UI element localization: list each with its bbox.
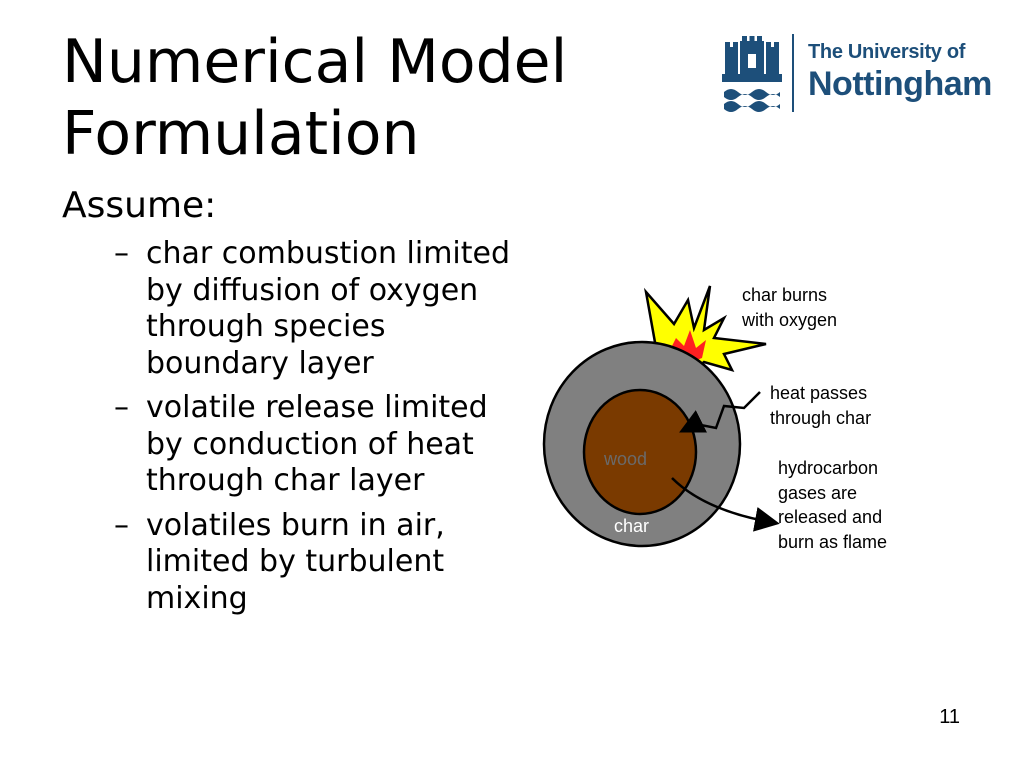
gas-release-arrow xyxy=(671,477,780,532)
logo-line-2: Nottingham xyxy=(808,65,992,103)
bullet-text: volatile release limited by conduction o… xyxy=(146,390,488,498)
title-line-2: Formulation xyxy=(62,99,420,169)
char-burns-label: char burns with oxygen xyxy=(742,285,838,330)
slide-title: Numerical Model Formulation xyxy=(62,26,682,170)
char-label: char xyxy=(614,516,650,536)
assume-heading: Assume: xyxy=(62,185,217,226)
assumption-list: – char combustion limited by diffusion o… xyxy=(110,236,510,625)
list-item: – char combustion limited by diffusion o… xyxy=(110,236,510,382)
diagram-drawing xyxy=(542,285,780,548)
bullet-dash: – xyxy=(114,507,129,543)
bullet-dash: – xyxy=(114,236,129,271)
page-number: 11 xyxy=(939,706,960,728)
logo-divider xyxy=(792,34,794,112)
university-logo: The University of Nottingham xyxy=(722,34,992,114)
hydrocarbon-label: hydrocarbon gases are released and burn … xyxy=(778,458,888,552)
bullet-text: char combustion limited by diffusion of … xyxy=(146,236,511,381)
heat-arrow xyxy=(679,391,761,433)
wood-label: wood xyxy=(604,449,648,469)
logo-line-1: The University of xyxy=(808,41,966,63)
heat-passes-label: heat passes through char xyxy=(770,383,872,428)
bullet-dash: – xyxy=(114,390,129,425)
title-line-1: Numerical Model xyxy=(62,27,568,97)
logo-wordmark: The University of Nottingham xyxy=(808,40,992,104)
wood-core xyxy=(582,388,698,516)
wood-combustion-diagram: wood char char burns with oxygen heat pa… xyxy=(538,278,924,560)
bullet-text: volatiles burn in air, limited by turbul… xyxy=(146,507,445,616)
list-item: – volatile release limited by conduction… xyxy=(110,390,510,500)
list-item: – volatiles burn in air, limited by turb… xyxy=(110,508,510,618)
castle-crest-icon xyxy=(722,36,782,112)
